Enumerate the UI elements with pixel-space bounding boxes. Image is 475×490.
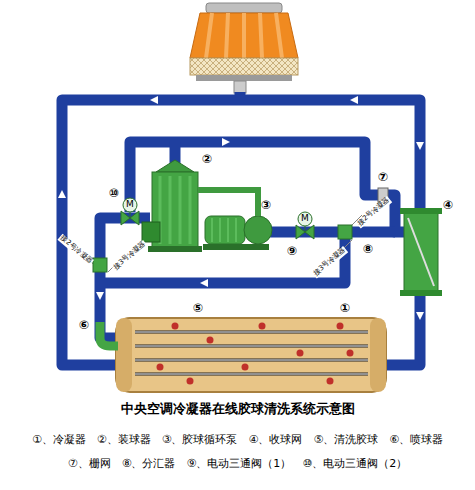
- callout-number: ④: [443, 199, 453, 212]
- key-entry: ⑩、电动三通阀（2）: [302, 458, 407, 470]
- callout-number: ③: [261, 199, 271, 212]
- ball-injector: [100, 322, 118, 346]
- key-row: ①、冷凝器 ②、装球器 ③、胶球循环泵 ④、收球网 ⑤、清洗胶球 ⑥、喷球器: [0, 434, 475, 446]
- key-entry: ②、装球器: [97, 434, 151, 446]
- callout-number: ⑤: [193, 302, 203, 315]
- callout-number: ⑦: [378, 171, 388, 184]
- callout-number: ②: [202, 153, 212, 166]
- diagram-title: 中央空调冷凝器在线胶球清洗系统示意图: [0, 402, 475, 416]
- key-entry: ⑨、电动三通阀（1）: [187, 458, 292, 470]
- ball-receiving-net: [400, 208, 442, 296]
- circulation-pump: [198, 190, 272, 250]
- branch-label: 接2号冷凝器: [58, 234, 95, 267]
- condenser: [116, 318, 386, 392]
- key-entry: ⑧、分汇器: [122, 458, 176, 470]
- key-entry: ⑥、喷球器: [389, 434, 443, 446]
- callout-number: ①: [340, 302, 350, 315]
- branch-label: 接2号冷凝器: [356, 196, 393, 229]
- callout-number: ⑥: [79, 319, 89, 332]
- callout-number: ⑨: [287, 245, 297, 258]
- ball-loader-tank: [142, 160, 202, 252]
- branch-label: 接3号冷凝器: [112, 240, 149, 273]
- cooling-tower: [190, 3, 298, 93]
- valve-motor-mark: M: [126, 200, 134, 210]
- distributor: [93, 225, 352, 272]
- callout-number: ⑧: [363, 243, 373, 256]
- key-row: ⑦、栅网 ⑧、分汇器 ⑨、电动三通阀（1） ⑩、电动三通阀（2）: [0, 458, 475, 470]
- callout-number: ⑩: [109, 187, 119, 200]
- flow-arrow: [58, 96, 424, 320]
- cleaning-ball: [157, 323, 354, 385]
- electric-three-way-valve: [121, 198, 314, 239]
- key-entry: ③、胶球循环泵: [162, 434, 238, 446]
- branch-label: 接3号冷凝器: [312, 246, 349, 279]
- key-entry: ⑦、栅网: [68, 458, 111, 470]
- valve-motor-mark: M: [301, 214, 309, 224]
- key-entry: ①、冷凝器: [32, 434, 86, 446]
- key-entry: ④、收球网: [249, 434, 303, 446]
- key-entry: ⑤、清洗胶球: [313, 434, 378, 446]
